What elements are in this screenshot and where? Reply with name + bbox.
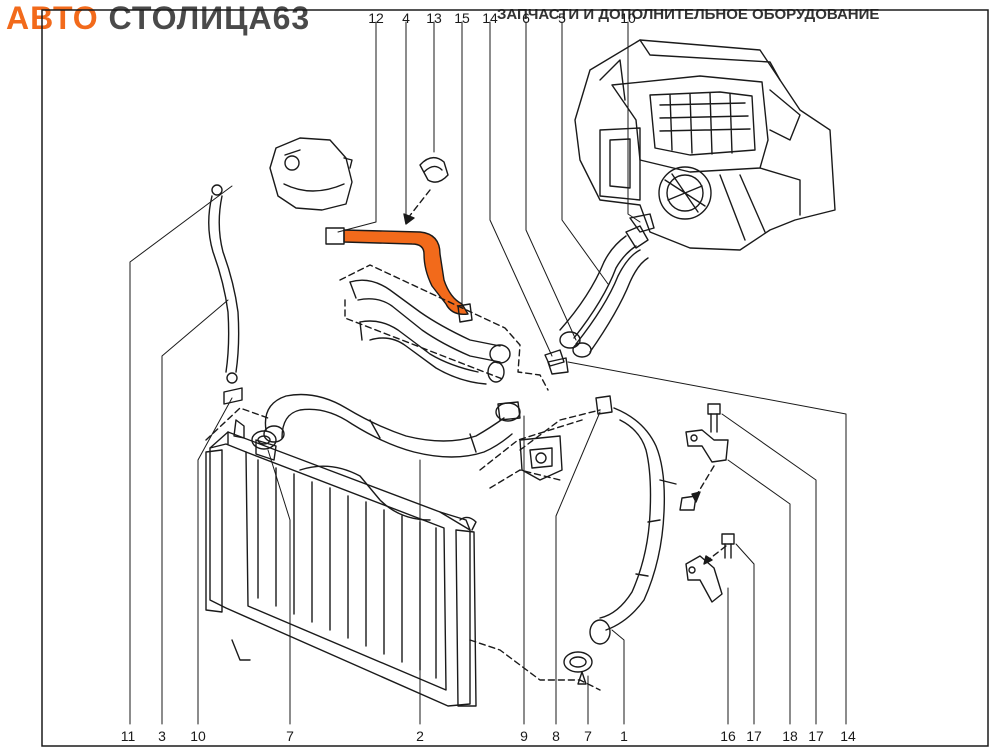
hose-3: [208, 184, 243, 405]
callout-1: 1: [620, 728, 628, 744]
callout-2: 2: [416, 728, 424, 744]
diagram-frame: [41, 9, 989, 747]
callout-17-b: 17: [808, 728, 824, 744]
callout-10: 10: [190, 728, 206, 744]
callout-5: 5: [558, 10, 566, 26]
bracket-16: [685, 555, 723, 603]
callout-15: 15: [454, 10, 470, 26]
hose-4-highlighted: [325, 157, 473, 323]
logo-word-stolitsa: СТОЛИЦА63: [108, 0, 311, 36]
radiator: [205, 419, 477, 707]
callout-6: 6: [522, 10, 530, 26]
water-outlet: [519, 435, 563, 481]
hose-heater: [544, 213, 655, 375]
clamp-7: [563, 651, 593, 685]
arrow-line: [407, 189, 431, 219]
metal-pipe: [349, 279, 511, 385]
callout-3: 3: [158, 728, 166, 744]
callout-7-left: 7: [286, 728, 294, 744]
callout-14: 14: [840, 728, 856, 744]
callout-14-top: 14: [482, 10, 498, 26]
callout-17: 17: [746, 728, 762, 744]
callout-16: 16: [720, 728, 736, 744]
callout-7-right: 7: [584, 728, 592, 744]
bracket-18: [679, 429, 729, 511]
heater-unit: [574, 39, 836, 251]
clamp-7-top: [251, 430, 277, 450]
hose-1: [589, 395, 677, 645]
callout-9: 9: [520, 728, 528, 744]
hose-2: [255, 393, 521, 461]
callout-8: 8: [552, 728, 560, 744]
callout-13: 13: [426, 10, 442, 26]
expansion-tank: [269, 137, 353, 211]
callout-11: 11: [121, 728, 136, 744]
bolt-17: [707, 403, 735, 559]
callout-18: 18: [782, 728, 798, 744]
leader-lines-top: [337, 21, 641, 357]
callout-4: 4: [402, 10, 410, 26]
brand-logo: АВТО СТОЛИЦА63: [6, 2, 310, 34]
logo-word-avto: АВТО: [6, 0, 99, 36]
callout-10-top: 10: [620, 10, 636, 26]
callout-12: 12: [368, 10, 384, 26]
leader-lines: [129, 185, 847, 725]
